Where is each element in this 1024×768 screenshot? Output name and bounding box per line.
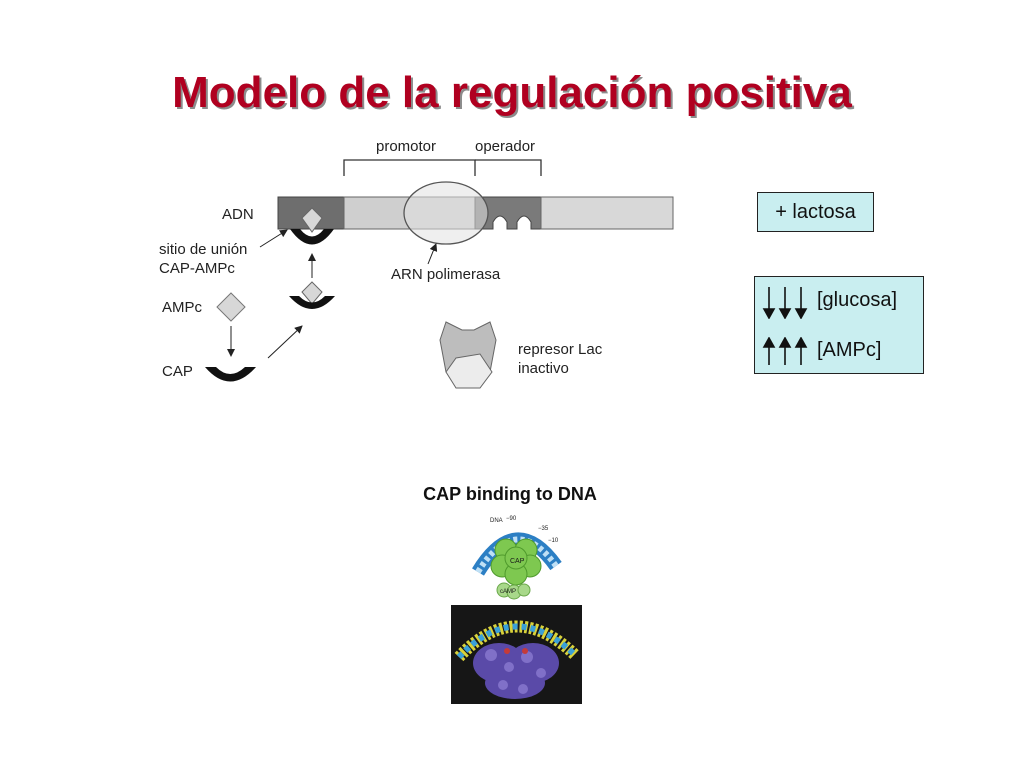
rna-polymerase-shape [403, 181, 489, 245]
ampc-level-label: [AMPc] [817, 339, 882, 361]
ampc-label: AMPc [162, 299, 203, 316]
slide-title: Modelo de la regulación positiva [172, 68, 852, 117]
cap-label: CAP [162, 363, 193, 380]
dna-small-label: DNA [490, 518, 503, 524]
cap-small-label: CAP [510, 558, 525, 565]
up-arrows-icon [762, 337, 808, 365]
minus35-label: −35 [538, 526, 549, 532]
binding-site-pointer [259, 229, 288, 248]
cap-ampc-free-complex [289, 281, 335, 309]
cap-dna-structure-image [451, 605, 582, 704]
promotor-bracket [343, 159, 476, 176]
binding-site-label-line1: sitio de unión [159, 241, 247, 258]
rna-polymerase-pointer [427, 243, 438, 265]
minus10-label: −10 [548, 538, 559, 544]
cap-ampc-bound-complex [290, 207, 334, 245]
diagonal-arrow [267, 325, 303, 359]
repressor-label-line2: inactivo [518, 360, 569, 377]
lactose-box: + lactosa [757, 192, 874, 232]
down-arrows-icon [762, 287, 808, 319]
cap-shape [205, 367, 256, 382]
glucose-label: [glucosa] [817, 289, 898, 311]
lac-operon-diagram: promotor operador ADN sitio de unión CAP… [159, 138, 674, 389]
binding-site-label-line2: CAP-AMPc [159, 260, 235, 277]
operador-bracket [475, 159, 542, 176]
lac-repressor-shape [439, 321, 497, 389]
minus90-label: −90 [506, 516, 517, 522]
repressor-label-line1: represor Lac [518, 341, 603, 358]
levels-box: [glucosa] [AMPc] [754, 276, 924, 374]
promotor-label: promotor [376, 138, 436, 155]
camp-small-label: cAMP [500, 589, 516, 595]
ampc-row: [AMPc] [755, 335, 923, 375]
ampc-shape [216, 292, 246, 322]
lactose-label: + lactosa [775, 201, 856, 223]
cap-binding-heading: CAP binding to DNA [423, 484, 597, 504]
cap-dna-cartoon: DNA −90 −35 −10 CAP cAMP [472, 516, 562, 600]
protein-structure-render [451, 605, 582, 704]
rna-polymerase-label: ARN polimerasa [391, 266, 501, 283]
adn-label: ADN [222, 206, 254, 223]
glucose-row: [glucosa] [755, 281, 923, 321]
operador-label: operador [475, 138, 535, 155]
